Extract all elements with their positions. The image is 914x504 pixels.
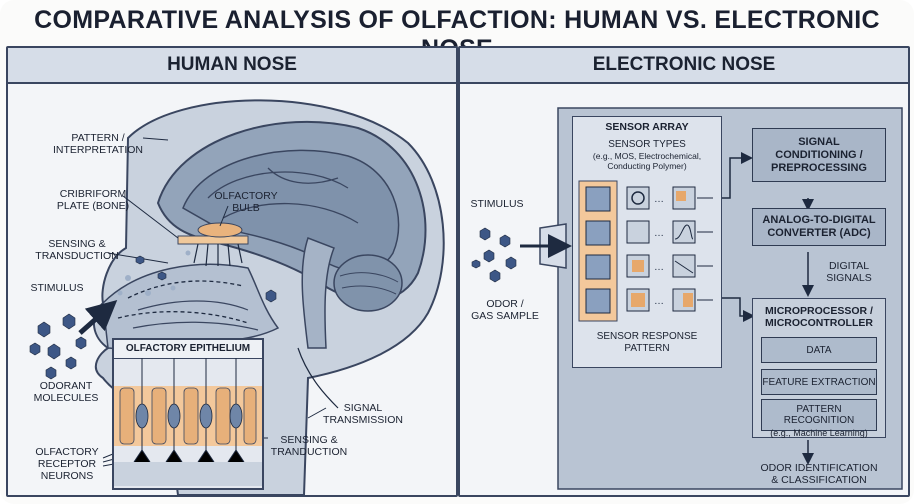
label-sensing-transduction-2: SENSING & TRANDUCTION	[270, 434, 348, 458]
sensor-response-pattern: SENSOR RESPONSE PATTERN	[596, 331, 698, 354]
label-odorant-molecules: ODORANT MOLECULES	[33, 380, 99, 404]
human-nose-panel: HUMAN NOSE	[6, 46, 458, 497]
microprocessor-block: MICROPROCESSOR / MICROCONTROLLER DATA PR…	[752, 298, 886, 438]
label-pattern-interpretation: PATTERN / INTERPRETATION	[52, 132, 144, 156]
svg-text:…: …	[654, 228, 664, 239]
label-stimulus-human: STIMULUS	[30, 282, 84, 294]
svg-text:…: …	[654, 194, 664, 205]
adc-block: ANALOG-TO-DIGITAL CONVERTER (ADC)	[752, 208, 886, 246]
epithelium-cells	[114, 358, 262, 486]
human-nose-header: HUMAN NOSE	[8, 48, 456, 84]
svg-text:…: …	[654, 296, 664, 307]
label-signal-transmission: SIGNAL TRANSMISSION	[323, 402, 403, 426]
sensor-types-label: SENSOR TYPES	[608, 139, 686, 150]
label-odor-gas-sample: ODOR / GAS SAMPLE	[471, 298, 539, 322]
pattern-recognition-detail: (e.g., Machine Learning)	[770, 428, 868, 438]
pattern-recognition-box: PATTERN RECOGNITION (e.g., Machine Learn…	[761, 399, 877, 438]
microprocessor-title: MICROPROCESSOR / MICROCONTROLLER	[765, 305, 873, 329]
electronic-nose-panel: ELECTRONIC NOSE	[458, 46, 910, 497]
label-stimulus-electronic: STIMULUS	[470, 198, 524, 210]
pattern-recognition-label: PATTERN RECOGNITION	[783, 404, 855, 426]
olfactory-epithelium-inset: OLFACTORY EPITHELIUM	[112, 338, 264, 490]
label-digital-signals: DIGITAL SIGNALS	[826, 260, 872, 284]
electronic-nose-header: ELECTRONIC NOSE	[460, 48, 908, 84]
data-preprocessing-box: DATA PREPROCESSING	[761, 337, 877, 379]
svg-text:…: …	[654, 262, 664, 273]
sensor-array-title: SENSOR ARRAY	[605, 121, 689, 133]
sensor-types-detail: (e.g., MOS, Electrochemical, Conducting …	[592, 151, 702, 171]
sensor-array-block: SENSOR ARRAY SENSOR TYPES (e.g., MOS, El…	[572, 116, 722, 368]
signal-conditioning-block: SIGNAL CONDITIONING / PREPROCESSING	[752, 128, 886, 182]
feature-extraction-box: FEATURE EXTRACTION	[761, 369, 877, 395]
label-sensing-transduction-1: SENSING & TRANSDUCTION	[35, 238, 119, 262]
sensor-grid: … … … …	[578, 180, 713, 322]
label-olfactory-receptor-neurons: OLFACTORY RECEPTOR NEURONS	[35, 446, 99, 482]
label-cribriform-plate: CRIBRIFORM PLATE (BONE)	[56, 188, 130, 212]
label-odor-identification: ODOR IDENTIFICATION & CLASSIFICATION	[760, 462, 878, 486]
epithelium-title: OLFACTORY EPITHELIUM	[114, 340, 262, 359]
label-olfactory-bulb: OLFACTORY BULB	[214, 190, 278, 214]
